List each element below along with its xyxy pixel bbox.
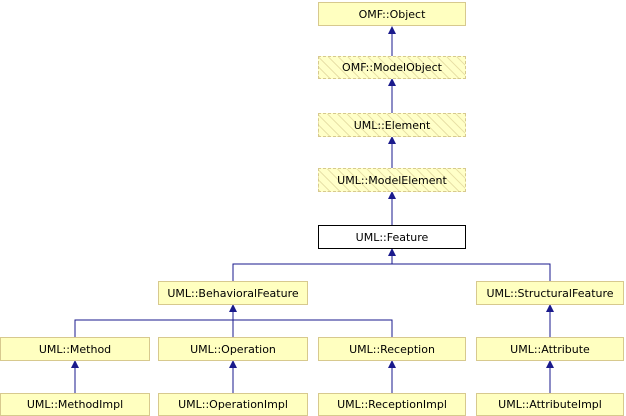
node-uml-methodimpl[interactable]: UML::MethodImpl (0, 393, 150, 416)
node-omf-modelobject[interactable]: OMF::ModelObject (318, 56, 466, 79)
node-uml-receptionimpl[interactable]: UML::ReceptionImpl (318, 393, 466, 416)
node-uml-operationimpl[interactable]: UML::OperationImpl (158, 393, 308, 416)
node-uml-element[interactable]: UML::Element (318, 113, 466, 137)
node-uml-attribute[interactable]: UML::Attribute (476, 337, 624, 361)
node-uml-attribute-label: UML::Attribute (510, 342, 590, 356)
edge-structuralfeature-to-feature (392, 263, 551, 281)
node-uml-attributeimpl-label: UML::AttributeImpl (498, 398, 602, 411)
node-omf-object[interactable]: OMF::Object (318, 2, 466, 26)
node-uml-receptionimpl-label: UML::ReceptionImpl (337, 398, 447, 411)
node-uml-operation[interactable]: UML::Operation (158, 337, 308, 361)
node-uml-behavioralfeature[interactable]: UML::BehavioralFeature (158, 281, 308, 305)
node-uml-attributeimpl[interactable]: UML::AttributeImpl (476, 393, 624, 416)
node-uml-method-label: UML::Method (38, 342, 112, 356)
edge-reception-to-behavioralfeature (233, 319, 393, 337)
node-uml-behavioralfeature-label: UML::BehavioralFeature (167, 286, 299, 300)
node-uml-operation-label: UML::Operation (190, 342, 276, 356)
node-uml-operationimpl-label: UML::OperationImpl (178, 398, 288, 411)
node-uml-feature-label: UML::Feature (355, 230, 429, 244)
node-uml-modelelement[interactable]: UML::ModelElement (318, 168, 466, 192)
node-uml-method[interactable]: UML::Method (0, 337, 150, 361)
node-omf-modelobject-label: OMF::ModelObject (342, 61, 442, 74)
node-uml-reception[interactable]: UML::Reception (318, 337, 466, 361)
node-uml-modelelement-label: UML::ModelElement (337, 173, 447, 187)
edge-behavioralfeature-to-feature (232, 263, 392, 281)
node-omf-object-label: OMF::Object (358, 7, 426, 21)
edge-method-to-behavioralfeature (74, 319, 233, 337)
node-uml-structuralfeature-label: UML::StructuralFeature (486, 286, 614, 300)
node-uml-element-label: UML::Element (353, 118, 431, 132)
node-uml-structuralfeature[interactable]: UML::StructuralFeature (476, 281, 624, 305)
node-uml-methodimpl-label: UML::MethodImpl (26, 398, 124, 411)
node-uml-reception-label: UML::Reception (349, 342, 435, 356)
node-uml-feature: UML::Feature (318, 225, 466, 249)
